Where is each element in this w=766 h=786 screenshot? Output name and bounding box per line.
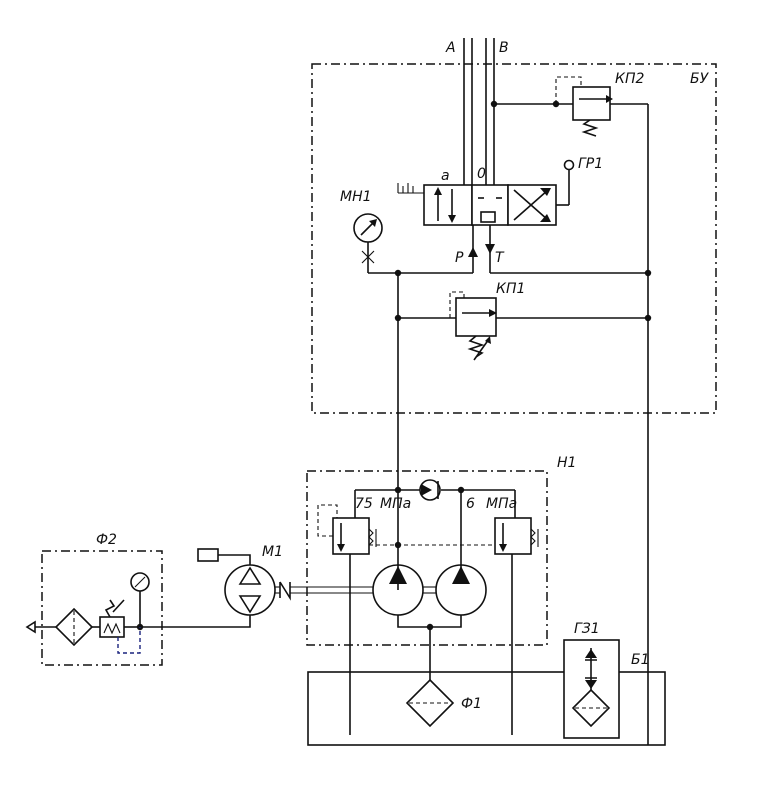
pressure-gauge-mn1 <box>353 213 473 274</box>
pos-0-label: 0 <box>477 166 486 182</box>
control-block-frame <box>311 63 717 414</box>
air-unit-f2-label: Ф2 <box>96 532 117 548</box>
unit-mpa-2-label: МПа <box>486 496 517 512</box>
port-p-label: Р <box>455 250 464 266</box>
control-block-label: БУ <box>690 71 710 87</box>
port-a-label: А <box>445 40 456 56</box>
filter-f1 <box>405 678 455 728</box>
safety-valve-75 <box>317 489 398 735</box>
pos-a-label: а <box>441 168 450 184</box>
pressure-6-label: 6 <box>466 496 475 512</box>
motor-m1-label: М1 <box>262 544 283 560</box>
tank-b1 <box>307 671 666 746</box>
relief-valve-kp2-label: КП2 <box>615 71 644 87</box>
air-unit-f2 <box>25 572 150 654</box>
pump-right <box>435 564 487 616</box>
gauge-mn1-label: МН1 <box>340 189 372 205</box>
safety-valve-6 <box>461 489 539 735</box>
valve-gr1-label: ГР1 <box>578 156 603 172</box>
directional-valve-gr1 <box>397 159 575 226</box>
port-b-label: В <box>499 40 509 56</box>
pump-unit-label: Н1 <box>557 455 576 471</box>
fill-cap-gz1-label: ГЗ1 <box>574 621 600 637</box>
pump-unit-frame <box>306 470 548 646</box>
unit-mpa-1-label: МПа <box>380 496 411 512</box>
port-lines <box>463 38 495 185</box>
relief-valve-kp1 <box>394 291 652 361</box>
air-unit-frame <box>41 550 163 666</box>
pressure-75-label: 75 <box>355 496 373 512</box>
filler-cap-gz1 <box>563 639 620 739</box>
relief-valve-kp1-label: КП1 <box>496 281 525 297</box>
air-drain-line <box>117 627 141 654</box>
tank-b1-label: Б1 <box>631 652 650 668</box>
motor-m1 <box>140 548 280 628</box>
filter-f1-label: Ф1 <box>461 696 482 712</box>
relief-valve-kp2 <box>555 76 649 273</box>
port-t-label: Т <box>495 250 505 266</box>
